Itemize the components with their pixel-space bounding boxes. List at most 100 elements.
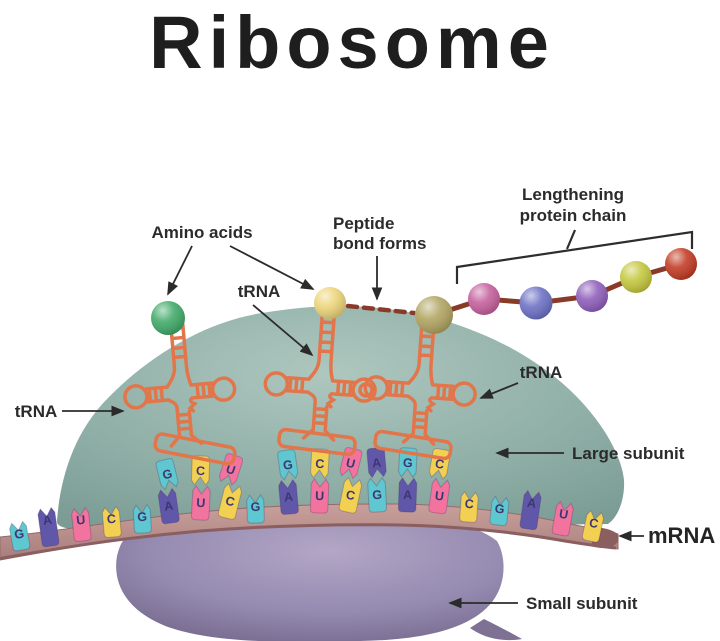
trna-1-anticodon-bar: [153, 432, 237, 466]
nucleotide-letter: U: [76, 513, 86, 528]
nucleotide-letter: G: [13, 527, 25, 542]
nucleotide-letter: U: [558, 507, 569, 522]
nucleotide-letter: U: [345, 456, 357, 472]
codon-base-14: U: [428, 477, 451, 515]
mrna-base-2: U: [71, 506, 92, 543]
nucleotide-letter: C: [106, 512, 116, 527]
mrna-base-8-shape: [246, 493, 265, 524]
small-subunit-shape: [116, 512, 504, 641]
nucleotide-letter: C: [464, 497, 474, 512]
codon-base-11-shape: [338, 476, 363, 514]
chain-sphere-pink: [468, 283, 500, 315]
codon-base-7-shape: [217, 482, 243, 520]
mrna-base-0: G: [9, 520, 31, 552]
mrna-base-4-shape: [132, 503, 152, 534]
anticodon-base-7: U: [219, 453, 244, 486]
anticodon-base-7-shape: [219, 453, 244, 486]
trna-3-anticodon-bar: [373, 429, 453, 461]
codon-base-11: C: [338, 476, 363, 514]
nucleotide-letter: G: [137, 510, 147, 524]
chain-sphere-yellowgreen: [620, 261, 652, 293]
anticodon-base-9-shape: [277, 449, 299, 481]
amino-acid-yellow: [314, 287, 346, 319]
trna-label-left: tRNA: [15, 402, 58, 421]
mrna-base-18: U: [551, 500, 574, 537]
amino-acids-arrow-1: [167, 245, 193, 296]
mrna-base-15-shape: [459, 490, 479, 523]
lengthening-chain-bracket: [455, 230, 694, 284]
nucleotide-letter: G: [282, 458, 294, 473]
mrna-base-2-shape: [71, 506, 92, 543]
mrna-base-18-shape: [551, 500, 574, 537]
amino-acids-label: Amino acids: [151, 223, 252, 242]
small-subunit-foot: [470, 619, 522, 641]
nucleotide-letter: C: [315, 457, 325, 471]
codon-base-10: U: [309, 477, 330, 514]
nucleotide-letter: U: [196, 496, 206, 510]
lengthening-chain-label-line2: protein chain: [520, 206, 627, 225]
codon-base-10-shape: [309, 477, 330, 514]
codon-base-13: A: [397, 476, 418, 513]
codon-base-5: A: [157, 487, 180, 525]
codon-base-5-shape: [157, 487, 180, 525]
mrna-base-3: C: [101, 505, 122, 538]
nucleotide-letter: C: [434, 457, 445, 472]
chain-sphere-red: [665, 248, 697, 280]
nucleotide-letter: U: [315, 489, 325, 503]
mrna-base-19: C: [581, 509, 605, 543]
page-title: Ribosome: [149, 1, 555, 84]
nucleotide-letter: C: [588, 516, 600, 532]
peptide-bond-label-line2: bond forms: [333, 234, 427, 253]
large-subunit-label: Large subunit: [572, 444, 685, 463]
codon-base-6-shape: [190, 484, 211, 521]
trna-label-right: tRNA: [520, 363, 563, 382]
mrna-strand-underside: [0, 523, 617, 560]
nucleotide-letter: A: [372, 456, 382, 471]
lengthening-chain-pointer: [565, 229, 577, 250]
mrna-base-16-shape: [489, 495, 510, 527]
mrna-base-1-shape: [37, 506, 60, 548]
nucleotide-letter: A: [403, 488, 413, 502]
trna-arrow-middle: [252, 304, 314, 357]
mrna-base-0-shape: [9, 520, 31, 552]
chain-sphere-olive: [415, 296, 453, 334]
nucleotide-letter: U: [224, 462, 237, 478]
trna-2-anticodon-bar: [277, 427, 357, 457]
anticodon-base-5: G: [155, 458, 179, 491]
mrna-base-16: G: [489, 495, 510, 527]
anticodon-base-5-shape: [155, 458, 179, 491]
codon-base-13-shape: [397, 476, 418, 513]
nucleotide-letter: C: [224, 494, 236, 510]
nucleotide-letter: C: [196, 464, 206, 478]
small-subunit-label: Small subunit: [526, 594, 638, 613]
codon-base-9: A: [278, 478, 299, 515]
trna-2-inner-loop: [358, 382, 374, 398]
codon-base-14-shape: [428, 477, 451, 515]
anticodon-base-9: G: [277, 449, 299, 481]
nucleotide-letter: A: [283, 490, 293, 505]
nucleotide-letter: U: [434, 489, 445, 504]
mrna-base-17: A: [519, 489, 542, 531]
trna-label-middle: tRNA: [238, 282, 281, 301]
nucleotide-letter: G: [250, 500, 260, 514]
mrna-base-8: G: [246, 493, 265, 524]
chain-sphere-purple: [576, 280, 608, 312]
nucleotide-letter: A: [526, 496, 537, 511]
mrna-base-1: A: [37, 506, 60, 548]
nucleotide-letter: G: [372, 488, 382, 502]
nucleotide-letter: A: [163, 499, 174, 514]
lengthening-chain-label-line1: Lengthening: [522, 185, 624, 204]
mrna-base-17-shape: [519, 489, 542, 531]
mrna-base-15: C: [459, 490, 479, 523]
nucleotide-letter: C: [345, 488, 357, 504]
mrna-base-3-shape: [101, 505, 122, 538]
codon-base-12-shape: [367, 476, 388, 513]
amino-acids-arrow-2: [229, 245, 315, 290]
codon-base-9-shape: [278, 478, 299, 515]
amino-acid-green: [151, 301, 185, 335]
mrna-base-19-shape: [581, 509, 605, 543]
nucleotide-letter: G: [494, 502, 505, 517]
codon-base-12: G: [367, 476, 388, 513]
nucleotide-letter: A: [42, 513, 53, 528]
